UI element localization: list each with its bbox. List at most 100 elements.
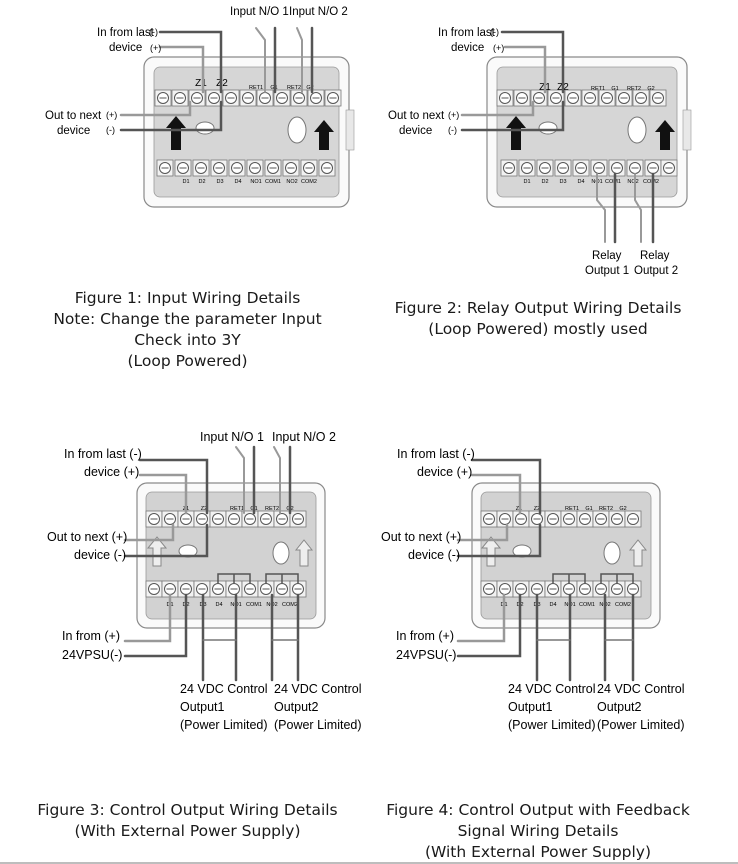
label-output1: 24 VDC Control xyxy=(508,682,596,696)
keyhole-slot xyxy=(287,116,307,144)
label-device: device (-) xyxy=(74,548,126,562)
figure-1-caption: Figure 1: Input Wiring Details Note: Cha… xyxy=(20,288,355,372)
figure-4-diagram: Z1 Z2 RET1 G1 RET2 G2 D1 D2 D3 D4 NO1 CO… xyxy=(381,447,685,732)
caption-line: (With External Power Supply) xyxy=(424,843,652,861)
page-divider xyxy=(0,862,738,864)
caption-line: Figure 1: Input Wiring Details xyxy=(74,289,301,307)
terminal-label: G1 xyxy=(611,86,618,92)
label-polarity: (-) xyxy=(106,125,115,135)
terminal-label: RET2 xyxy=(627,86,641,92)
label-device: device xyxy=(109,42,142,54)
terminal-label: G2 xyxy=(647,86,654,92)
wire xyxy=(456,593,506,643)
terminal-label: D4 xyxy=(215,602,222,608)
label-in-from-last: In from last (-) xyxy=(64,447,142,461)
figure-2-diagram: Z1 Z2 RET1 G1 RET2 G2 D1 D2 D3 D4 NO1 CO… xyxy=(388,27,692,277)
label-output2: (Power Limited) xyxy=(274,718,362,732)
label-in-from: In from (+) xyxy=(396,629,454,643)
terminal-label: NO1 xyxy=(250,179,261,185)
terminal-label: RET2 xyxy=(599,506,613,512)
label-polarity: (-) xyxy=(448,125,457,135)
label-output1: (Power Limited) xyxy=(508,718,596,732)
caption-line: (Loop Powered) mostly used xyxy=(428,320,648,338)
up-arrow-icon xyxy=(655,120,675,150)
figure-3-caption: Figure 3: Control Output Wiring Details … xyxy=(20,800,355,842)
wire xyxy=(138,458,209,515)
keyhole-slot xyxy=(272,541,290,565)
label-output1: Output1 xyxy=(508,700,553,714)
terminal-label: G2 xyxy=(306,85,313,91)
up-arrow-icon xyxy=(294,539,314,567)
wire xyxy=(456,523,509,542)
label-in-from-last: In from last (-) xyxy=(397,447,475,461)
label-polarity: (+) xyxy=(493,43,504,53)
label-output2: (Power Limited) xyxy=(597,718,685,732)
wire xyxy=(119,100,192,117)
wire xyxy=(123,523,175,542)
wire xyxy=(634,173,642,243)
terminal-label: D1 xyxy=(523,179,530,185)
up-arrow-icon xyxy=(480,536,502,567)
keyhole-slot xyxy=(627,116,647,144)
caption-line: Figure 4: Control Output with Feedback xyxy=(386,801,690,819)
label-input-no1: Input N/O 1 xyxy=(200,430,264,444)
label-output2: 24 VDC Control xyxy=(597,682,685,696)
label-polarity: (+) xyxy=(150,43,161,53)
caption-line: Check into 3Y xyxy=(134,331,241,349)
terminal-label: G1 xyxy=(585,506,592,512)
terminal-label: RET1 xyxy=(249,85,263,91)
label-relay-output1: Output 1 xyxy=(585,265,629,277)
terminal-label: G2 xyxy=(619,506,626,512)
figure-1-diagram: Z1 Z2 RET1 G1 RET2 G2 D1 D2 D3 D4 NO1 CO… xyxy=(45,6,355,208)
label-relay: Relay xyxy=(640,250,670,262)
up-arrow-icon xyxy=(628,539,648,567)
label-output2: Output2 xyxy=(597,700,642,714)
label-psu: 24VPSU(-) xyxy=(62,648,122,662)
label-in-from-last: In from last xyxy=(438,27,496,39)
label-out-to-next: Out to next xyxy=(45,110,102,122)
label-device: device xyxy=(57,125,90,137)
terminal-label: D2 xyxy=(198,179,205,185)
terminal-label: Z2 xyxy=(534,506,540,512)
terminal-label: D4 xyxy=(577,179,584,185)
wire xyxy=(296,27,303,93)
label-output2: Output2 xyxy=(274,700,319,714)
terminal-label: COM2 xyxy=(643,179,659,185)
wire xyxy=(596,173,606,243)
wire xyxy=(123,593,188,658)
label-device: device (-) xyxy=(408,548,460,562)
terminal-label: COM2 xyxy=(615,602,631,608)
label-output1: Output1 xyxy=(180,700,225,714)
wire xyxy=(123,523,209,558)
figure-3-diagram: Z1 Z2 RET1 G1 RET2 G2 D1 D2 D3 D4 NO1 CO… xyxy=(47,430,362,732)
keyhole-slot xyxy=(603,541,621,565)
wire xyxy=(470,458,542,515)
wire xyxy=(123,593,172,643)
label-input-no2: Input N/O 2 xyxy=(272,430,336,444)
caption-line: Figure 3: Control Output Wiring Details xyxy=(37,801,338,819)
wire xyxy=(119,100,223,132)
terminal-label: D4 xyxy=(549,602,556,608)
label-out-to-next: Out to next xyxy=(388,110,445,122)
top-terminal-block xyxy=(480,510,642,528)
wire xyxy=(235,446,245,514)
top-terminal-block xyxy=(145,510,307,528)
label-polarity: (-) xyxy=(149,27,158,37)
figure-2-caption: Figure 2: Relay Output Wiring Details (L… xyxy=(373,298,703,340)
terminal-label: D3 xyxy=(559,179,566,185)
label-relay: Relay xyxy=(592,250,622,262)
up-arrow-icon xyxy=(506,116,526,150)
label-device: device xyxy=(451,42,484,54)
keyhole-slot xyxy=(538,121,558,135)
caption-line: Figure 2: Relay Output Wiring Details xyxy=(394,299,682,317)
terminal-label: COM1 xyxy=(246,602,262,608)
up-arrow-icon xyxy=(146,536,168,567)
wire xyxy=(273,446,281,514)
terminal-label: RET2 xyxy=(265,506,279,512)
terminal-label: Z1 xyxy=(195,78,207,89)
terminal-label: RET2 xyxy=(287,85,301,91)
up-arrow-icon xyxy=(314,120,334,150)
label-input-no1: Input N/O 1 xyxy=(230,6,289,18)
caption-line: Signal Wiring Details xyxy=(457,822,619,840)
